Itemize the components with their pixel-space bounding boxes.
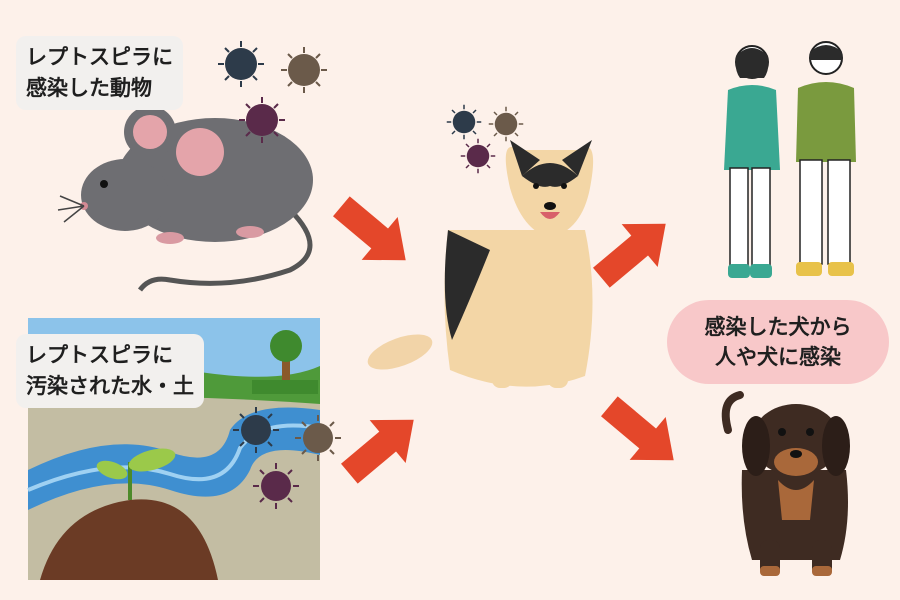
- dog-illustration: [367, 140, 594, 388]
- arrow-icon: [593, 223, 666, 288]
- people-illustration: [724, 41, 856, 278]
- source-animal-label-line-2: 感染した動物: [26, 76, 152, 100]
- mouse-illustration: [57, 106, 313, 292]
- outcome-label-line-1: 感染した犬から: [704, 315, 852, 339]
- bacteria-icon: [232, 406, 280, 454]
- bacteria-icon: [294, 414, 342, 462]
- source-environment-label-line-1: レプトスピラに: [26, 343, 173, 367]
- arrow-icon: [601, 396, 674, 461]
- arrow-icon: [341, 419, 414, 484]
- bacteria-icon: [252, 462, 300, 510]
- bacteria-icon: [460, 138, 496, 174]
- source-animal-label: レプトスピラに 感染した動物: [16, 36, 183, 110]
- dachshund-illustration: [721, 391, 850, 576]
- arrow-icon: [333, 196, 406, 261]
- bacteria-icon: [238, 96, 286, 144]
- bacteria-icon: [280, 46, 328, 94]
- bacteria-icon: [446, 104, 482, 140]
- source-environment-label: レプトスピラに 汚染された水・土: [16, 334, 204, 408]
- source-environment-label-line-2: 汚染された水・土: [26, 374, 194, 398]
- outcome-label: 感染した犬から 人や犬に感染: [667, 300, 889, 384]
- bacteria-icon: [217, 40, 265, 88]
- outcome-label-line-2: 人や犬に感染: [715, 345, 841, 369]
- bacteria-icon: [488, 106, 524, 142]
- source-animal-label-line-1: レプトスピラに: [26, 45, 173, 69]
